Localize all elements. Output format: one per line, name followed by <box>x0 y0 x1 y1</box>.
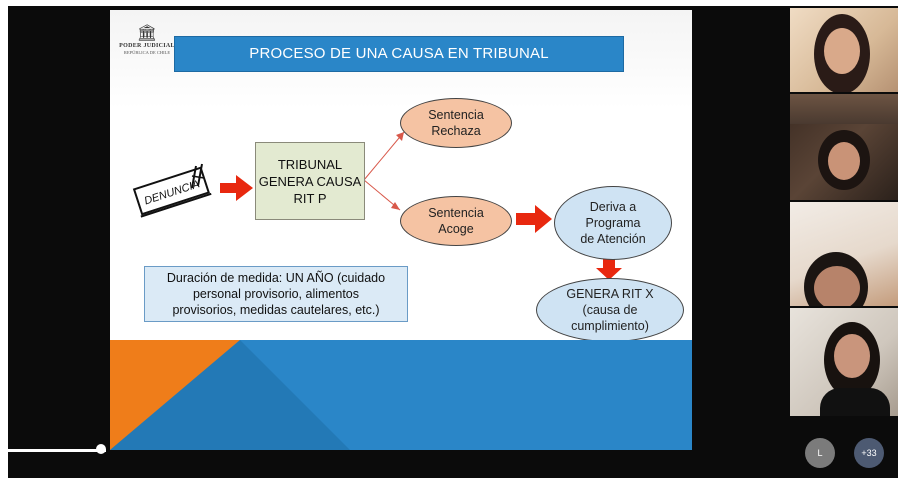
bookshelf-background <box>790 94 898 124</box>
oval-genera-rit-x: GENERA RIT X (causa de cumplimiento) <box>536 278 684 342</box>
oval-sentencia-rechaza: Sentencia Rechaza <box>400 98 512 148</box>
slide-title-bar: PROCESO DE UNA CAUSA EN TRIBUNAL <box>174 36 624 72</box>
more-participants-count: +33 <box>861 448 877 458</box>
participant-initial: L <box>817 448 823 458</box>
slide-title: PROCESO DE UNA CAUSA EN TRIBUNAL <box>249 45 549 62</box>
footer-shapes <box>110 340 350 450</box>
tribunal-box-text: TRIBUNAL GENERA CAUSA RIT P <box>258 156 362 206</box>
participant-avatar-button[interactable]: L <box>805 438 835 468</box>
participant-face <box>834 334 870 378</box>
logo-line1: PODER JUDICIAL <box>119 43 175 49</box>
progress-thumb[interactable] <box>96 444 106 454</box>
participant-video-3[interactable] <box>790 202 898 306</box>
participant-video-4[interactable] <box>790 308 898 416</box>
diagram-connectors <box>220 131 622 280</box>
participant-video-1[interactable] <box>790 8 898 92</box>
genera-rit-x-text: GENERA RIT X (causa de cumplimiento) <box>566 287 654 333</box>
denuncia-sign-icon: DENUNCIA <box>132 163 212 218</box>
sentencia-acoge-text: Sentencia Acoge <box>428 206 484 236</box>
arrow-deriva-rit <box>596 256 622 280</box>
poder-judicial-logo: 🏛 PODER JUDICIAL REPÚBLICA DE CHILE <box>118 26 176 72</box>
arrow-denuncia-tribunal <box>220 175 253 201</box>
sentencia-rechaza-text: Sentencia Rechaza <box>428 108 484 138</box>
arrowhead-rechaza <box>396 132 404 141</box>
courthouse-icon: 🏛 <box>136 25 158 42</box>
participant-video-2[interactable] <box>790 94 898 200</box>
deriva-text: Deriva a Programa de Atención <box>580 200 646 246</box>
participant-clothing <box>820 388 890 416</box>
arrow-acoge-deriva <box>516 205 552 233</box>
more-participants-button[interactable]: +33 <box>854 438 884 468</box>
participant-face <box>824 28 860 74</box>
logo-line2: REPÚBLICA DE CHILE <box>123 50 171 55</box>
oval-deriva: Deriva a Programa de Atención <box>554 186 672 260</box>
tribunal-box: TRIBUNAL GENERA CAUSA RIT P <box>255 142 365 220</box>
oval-sentencia-acoge: Sentencia Acoge <box>400 196 512 246</box>
duracion-note-text: Duración de medida: UN AÑO (cuidado pers… <box>166 271 386 317</box>
participant-face <box>828 142 860 180</box>
arrowhead-acoge <box>391 202 400 210</box>
shared-slide: 🏛 PODER JUDICIAL REPÚBLICA DE CHILE PROC… <box>110 10 692 450</box>
playback-progress[interactable] <box>8 449 106 452</box>
duracion-note: Duración de medida: UN AÑO (cuidado pers… <box>144 266 408 322</box>
line-tribunal-rechaza <box>363 131 405 181</box>
participant-face <box>814 266 860 306</box>
slide-footer-band <box>110 340 692 450</box>
